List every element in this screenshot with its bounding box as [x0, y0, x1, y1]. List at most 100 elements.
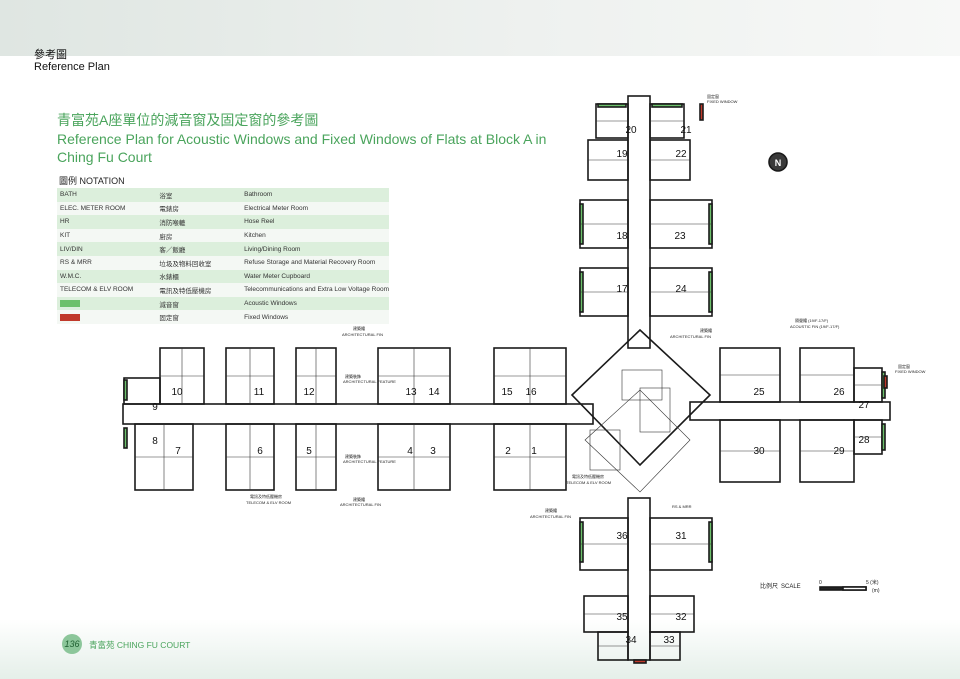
central-lobby: [584, 389, 691, 493]
flat-number: 16: [525, 387, 537, 398]
lift-core: [621, 369, 663, 401]
page-number: 136: [62, 634, 82, 654]
north-arrow-label: N: [775, 158, 782, 168]
flat-number: 22: [675, 149, 687, 160]
plan-label: 5 (米): [866, 579, 879, 586]
legend-code: TELECOM & ELV ROOM: [57, 283, 157, 297]
legend-en: Refuse Storage and Material Recovery Roo…: [241, 255, 389, 270]
flat-number: 20: [625, 125, 637, 136]
plan-label: SCALE: [781, 584, 801, 590]
flat-number: 8: [152, 436, 158, 447]
flat-number: 1: [531, 446, 537, 457]
flat-number: 35: [616, 612, 628, 623]
plan-label: 電訊及特低壓機房: [572, 473, 604, 479]
north-arrow-icon: [768, 152, 788, 172]
legend-zh: 廚房: [156, 228, 242, 243]
flat-number: 21: [680, 125, 692, 136]
legend-code: RS & MRR: [57, 255, 157, 270]
legend-en: Acoustic Windows: [241, 296, 389, 311]
flat-number: 24: [675, 284, 687, 295]
plan-label: 建築鰭: [700, 327, 712, 333]
legend-zh: 消防喉轆: [156, 215, 242, 229]
plan-label: TELECOM & ELV ROOM: [246, 500, 291, 505]
flat-number: 27: [858, 400, 870, 411]
plan-label: 建築鰭: [353, 496, 365, 502]
plan-label: 0: [819, 580, 822, 586]
flat-number: 31: [675, 531, 687, 542]
plan-label: 建築鰭: [353, 325, 365, 331]
legend-zh: 客／飯廳: [156, 242, 242, 256]
plan-label: 建築裝飾: [345, 453, 361, 459]
legend-zh: 電訊及特低壓機房: [156, 283, 242, 297]
flat-number: 23: [674, 231, 686, 242]
plan-label: 固定窗: [707, 93, 719, 99]
plan-label: 固定窗: [898, 363, 910, 369]
flat-number: 28: [858, 435, 870, 446]
legend-code: KIT: [57, 228, 157, 243]
legend-zh: 浴室: [156, 188, 242, 202]
stair-core: [589, 429, 621, 471]
footer-text: 青富苑 CHING FU COURT: [89, 640, 191, 650]
flat-number: 34: [625, 635, 637, 646]
plan-label: 建築鰭: [545, 507, 557, 513]
scale-bar-segment: [842, 586, 867, 591]
flat-number: 5: [306, 446, 312, 457]
flat-number: 33: [663, 635, 675, 646]
legend-zh: 電錶房: [156, 201, 242, 216]
legend-code: BATH: [57, 188, 157, 202]
plan-label: ARCHITECTURAL FEATURE: [343, 379, 396, 384]
acoustic-window: [708, 521, 713, 563]
plan-label: 隔聲鰭 (19/F-17/F): [795, 317, 829, 323]
legend-code: W.M.C.: [57, 269, 157, 284]
flat-number: 11: [254, 387, 265, 398]
flat-number: 18: [616, 231, 628, 242]
flat-number: 4: [407, 446, 413, 457]
legend-en: Fixed Windows: [241, 310, 389, 324]
acoustic-window: [579, 521, 584, 563]
flat-outline: [123, 377, 161, 405]
flat-number: 12: [303, 387, 315, 398]
flat-number: 26: [833, 387, 845, 398]
flat-number: 10: [171, 387, 183, 398]
legend-zh: 水錶櫃: [156, 269, 242, 284]
legend-en: Hose Reel: [241, 215, 389, 229]
west-corridor: [122, 403, 594, 425]
legend-en: Telecommunications and Extra Low Voltage…: [241, 283, 389, 297]
flat-number: 19: [616, 149, 628, 160]
plan-label: TELECOM & ELV ROOM: [566, 480, 611, 485]
central-core: [570, 328, 712, 467]
fixed-window: [699, 103, 704, 121]
flat-number: 36: [616, 531, 628, 542]
header-band: [0, 0, 960, 56]
legend-zh: 固定窗: [156, 310, 242, 324]
legend-en: Electrical Meter Room: [241, 201, 389, 216]
flat-number: 32: [675, 612, 687, 623]
title-english-line2: Ching Fu Court: [57, 149, 152, 165]
flat-number: 13: [405, 387, 417, 398]
flat-number: 3: [430, 446, 436, 457]
legend-zh: 垃圾及物料回收室: [156, 255, 242, 270]
legend-swatch: [60, 313, 80, 321]
legend-code: ELEC. METER ROOM: [57, 201, 157, 216]
plan-label: FIXED WINDOW: [895, 369, 926, 374]
legend-code: HR: [57, 215, 157, 229]
acoustic-window: [651, 103, 683, 108]
plan-label: 比例尺: [760, 582, 778, 590]
legend-zh: 減音窗: [156, 296, 242, 311]
flat-number: 2: [505, 446, 511, 457]
flat-number: 15: [501, 387, 513, 398]
fixed-window: [883, 375, 888, 389]
legend-en: Living/Dining Room: [241, 242, 389, 256]
flat-number: 29: [833, 446, 845, 457]
plan-label: ARCHITECTURAL FIN: [530, 514, 571, 519]
